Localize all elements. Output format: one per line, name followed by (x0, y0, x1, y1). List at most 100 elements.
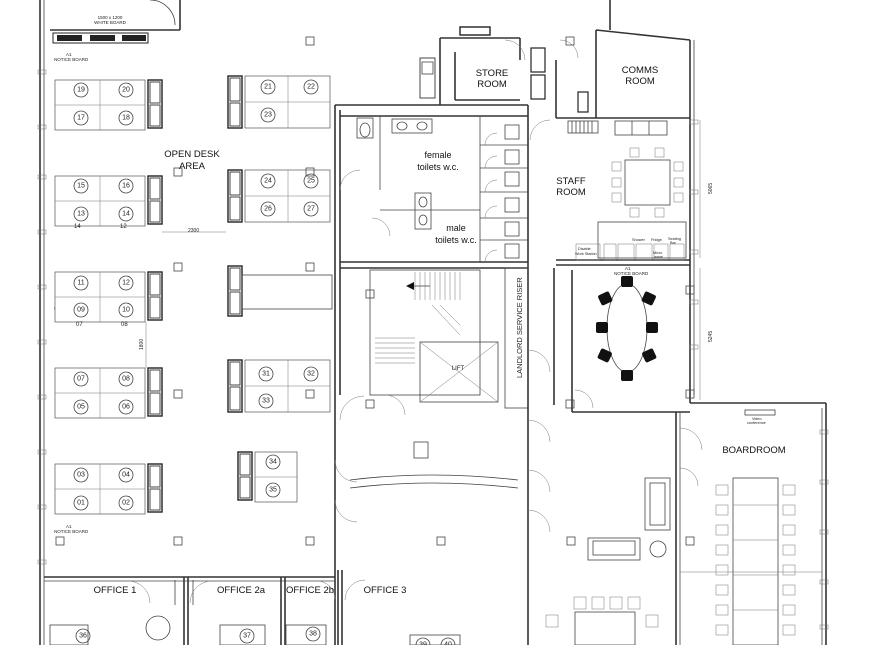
staff-room-label-line2: ROOM (556, 187, 586, 198)
kitchen-label-micro: Micro (653, 251, 662, 255)
svg-text:11: 11 (77, 280, 84, 287)
desk-number-09[interactable]: 09 (73, 302, 89, 318)
desk-number-26[interactable]: 26 (260, 201, 276, 217)
lift-label: LIFT (452, 366, 465, 372)
meeting-notice-a1: A1 (625, 266, 631, 271)
desk-number-37[interactable]: 37 (239, 628, 255, 644)
svg-text:08: 08 (122, 376, 130, 383)
desk-number-34[interactable]: 34 (265, 454, 281, 470)
kitchen-label-seating: Seating (668, 237, 681, 241)
kitchen-labels: Disable Work Station Shower Fridge Micro… (575, 237, 681, 259)
desk-number-18[interactable]: 18 (118, 110, 134, 126)
desk-number-05[interactable]: 05 (73, 399, 89, 415)
column-markers (55, 36, 695, 546)
left-windows (37, 69, 47, 565)
male-toilets-label-line2: toilets w.c. (435, 235, 477, 245)
office-3-label: OFFICE 3 (364, 585, 407, 596)
dimension-5065: 5065 (708, 183, 714, 194)
desk-number-16[interactable]: 16 (118, 178, 134, 194)
dimension-2300: 2300 (162, 228, 226, 234)
svg-text:09: 09 (77, 307, 85, 314)
desk-number-23[interactable]: 23 (260, 107, 276, 123)
svg-text:06: 06 (122, 404, 130, 411)
desk-number-40[interactable]: 40 (440, 637, 456, 645)
svg-text:12: 12 (122, 280, 130, 287)
desk-number-10[interactable]: 10 (118, 302, 134, 318)
svg-text:25: 25 (307, 178, 315, 185)
desk-number-38[interactable]: 38 (305, 626, 321, 642)
kitchen-units (575, 243, 685, 261)
desk-number-24[interactable]: 24 (260, 173, 276, 189)
female-toilets-label-line1: female (424, 150, 451, 160)
whiteboard-label-line2: WHITE BOARD (94, 20, 127, 25)
open-desk-area-label-line1: OPEN DESK (164, 149, 220, 160)
desk-number-33[interactable]: 33 (258, 393, 274, 409)
office-2a-label: OFFICE 2a (217, 585, 266, 596)
desk-number-31[interactable]: 31 (258, 366, 274, 382)
svg-text:38: 38 (309, 631, 317, 638)
bottom-offices (44, 570, 461, 645)
svg-text:22: 22 (307, 84, 315, 91)
desk-sublabel-12: 12 (120, 224, 127, 230)
desk-number-11[interactable]: 11 (73, 275, 89, 291)
notice-board-bottom-label: NOTICE BOARD (54, 529, 89, 534)
meeting-notice-label: NOTICE BOARD (614, 271, 649, 276)
desk-number-02[interactable]: 02 (118, 495, 134, 511)
store-room-label-line2: ROOM (477, 79, 507, 90)
bottom-table-chairs (545, 596, 659, 628)
desk-number-15[interactable]: 15 (73, 178, 89, 194)
desk-number-39[interactable]: 39 (415, 637, 431, 645)
desk-sublabel-07: 07 (76, 322, 83, 328)
notice-board-bottom: A1 NOTICE BOARD (54, 524, 89, 534)
desk-number-04[interactable]: 04 (118, 467, 134, 483)
desk-number-14[interactable]: 14 (118, 206, 134, 222)
desk-number-01[interactable]: 01 (73, 495, 89, 511)
kitchen-label-wave: wave (654, 255, 663, 259)
desk-number-19[interactable]: 19 (73, 82, 89, 98)
desk-number-17[interactable]: 17 (73, 110, 89, 126)
video-conference-label-2: conference (747, 421, 766, 425)
video-conference-label-1: Video (752, 417, 762, 421)
desk-number-27[interactable]: 27 (303, 201, 319, 217)
kitchen-label-bar: Bar (670, 241, 677, 245)
svg-text:26: 26 (264, 206, 272, 213)
boardroom-windows (689, 119, 829, 630)
desk-number-20[interactable]: 20 (118, 82, 134, 98)
desk-number-03[interactable]: 03 (73, 467, 89, 483)
staff-chairs (611, 147, 684, 218)
desk-number-36[interactable]: 36 (75, 628, 91, 644)
desk-number-07[interactable]: 07 (73, 371, 89, 387)
dimension-2300-text: 2300 (188, 228, 199, 234)
desk-number-13[interactable]: 13 (73, 206, 89, 222)
whiteboard-label-line1: 1500 x 1200 (98, 15, 123, 20)
office-2b-label: OFFICE 2b (286, 585, 334, 596)
desk-number-32[interactable]: 32 (303, 366, 319, 382)
outer-walls (37, 0, 829, 645)
svg-text:19: 19 (77, 87, 85, 94)
desk-number-06[interactable]: 06 (118, 399, 134, 415)
male-toilets-label-line1: male (446, 223, 466, 233)
svg-text:03: 03 (77, 472, 85, 479)
svg-text:13: 13 (77, 211, 85, 218)
desk-number-12[interactable]: 12 (118, 275, 134, 291)
comms-racks (567, 120, 668, 136)
dimension-1800-text: 1800 (139, 339, 145, 350)
kitchen-label-fridge: Fridge (651, 238, 662, 242)
kitchen-label-disable: Disable (578, 247, 591, 251)
cabinets (147, 75, 333, 513)
notice-board-top: A1 NOTICE BOARD (54, 52, 89, 62)
desk-number-35[interactable]: 35 (265, 482, 281, 498)
dimension-1800: 1800 (139, 322, 147, 368)
svg-text:24: 24 (264, 178, 272, 185)
notice-board-label: NOTICE BOARD (54, 57, 89, 62)
svg-text:23: 23 (264, 112, 272, 119)
svg-text:21: 21 (264, 84, 272, 91)
desk-number-22[interactable]: 22 (303, 79, 319, 95)
svg-text:04: 04 (122, 472, 130, 479)
meeting-chairs (596, 276, 658, 381)
female-toilets-label-line2: toilets w.c. (417, 162, 459, 172)
desk-number-21[interactable]: 21 (260, 79, 276, 95)
desk-number-08[interactable]: 08 (118, 371, 134, 387)
desk-number-25[interactable]: 25 (303, 173, 319, 189)
